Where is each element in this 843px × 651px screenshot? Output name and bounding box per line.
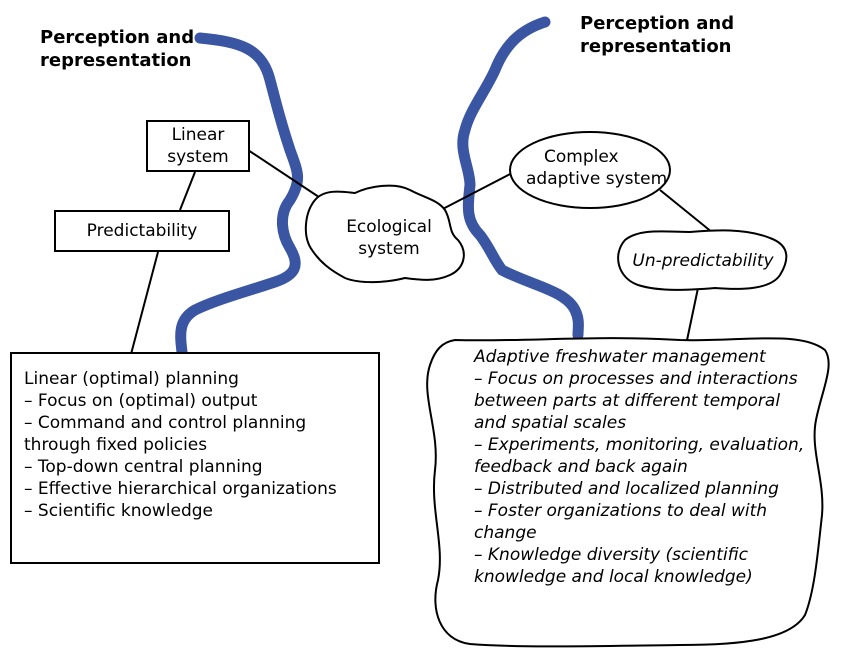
left-heading-line-2: representation bbox=[40, 50, 192, 71]
ecological-system-line-2: system bbox=[358, 239, 420, 259]
right-heading: Perception and representation bbox=[580, 12, 734, 58]
linear-planning-line-1: Linear (optimal) planning bbox=[24, 369, 239, 389]
ecological-system-shape bbox=[304, 184, 465, 284]
adaptive-management-text: Adaptive freshwater management – Focus o… bbox=[474, 346, 819, 588]
unpredictability-text: Un-predictability bbox=[632, 251, 774, 271]
right-profile-curve bbox=[457, 16, 584, 341]
left-heading-line-1: Perception and bbox=[40, 27, 195, 48]
linear-planning-line-3: – Command and control planning bbox=[24, 413, 307, 433]
ecological-system-label: Ecological system bbox=[330, 216, 448, 260]
linear-planning-box: Linear (optimal) planning – Focus on (op… bbox=[10, 352, 380, 564]
adaptive-line-8: – Foster organizations to deal with bbox=[474, 501, 768, 521]
adaptive-line-4: and spatial scales bbox=[474, 413, 627, 433]
predictability-box: Predictability bbox=[54, 210, 230, 252]
unpredictability-shape bbox=[617, 229, 788, 291]
adaptive-line-5: – Experiments, monitoring, evaluation, bbox=[474, 435, 805, 455]
linear-system-line-1: Linear bbox=[171, 125, 225, 145]
adaptive-line-10: – Knowledge diversity (scientific bbox=[474, 545, 749, 565]
predictability-label: Predictability bbox=[86, 221, 198, 241]
linear-system-box: Linear system bbox=[146, 120, 250, 172]
adaptive-line-9: change bbox=[474, 523, 537, 543]
link-complex-unpredictability bbox=[659, 189, 719, 238]
linear-system-line-2: system bbox=[167, 147, 229, 167]
adaptive-line-2: – Focus on processes and interactions bbox=[474, 369, 798, 389]
adaptive-line-1: Adaptive freshwater management bbox=[474, 347, 766, 367]
adaptive-line-6: feedback and back again bbox=[474, 457, 688, 477]
linear-planning-line-6: – Effective hierarchical organizations bbox=[24, 479, 337, 499]
complex-adaptive-system-shape bbox=[509, 131, 671, 209]
linear-planning-line-2: – Focus on (optimal) output bbox=[24, 391, 258, 411]
left-profile-curve bbox=[175, 32, 303, 358]
complex-line-2: adaptive system bbox=[526, 169, 668, 189]
right-heading-line-1: Perception and bbox=[580, 13, 735, 34]
complex-line-1: Complex bbox=[544, 147, 619, 167]
right-heading-line-2: representation bbox=[580, 36, 732, 57]
linear-planning-line-4: through fixed policies bbox=[24, 435, 208, 455]
link-linear-predictability bbox=[179, 171, 196, 211]
complex-adaptive-system-label: Complex adaptive system bbox=[526, 146, 686, 190]
link-unpredictability-adaptive bbox=[685, 287, 699, 346]
adaptive-line-3: between parts at different temporal bbox=[474, 391, 781, 411]
linear-planning-line-5: – Top-down central planning bbox=[24, 457, 263, 477]
link-predictability-planning bbox=[129, 251, 159, 359]
adaptive-line-7: – Distributed and localized planning bbox=[474, 479, 779, 499]
linear-planning-line-7: – Scientific knowledge bbox=[24, 501, 213, 521]
ecological-system-line-1: Ecological bbox=[346, 217, 432, 237]
unpredictability-label: Un-predictability bbox=[628, 250, 778, 272]
adaptive-management-shape bbox=[426, 337, 830, 648]
left-heading: Perception and representation bbox=[40, 26, 194, 72]
link-ecological-complex bbox=[434, 169, 519, 214]
adaptive-line-11: knowledge and local knowledge) bbox=[474, 567, 753, 587]
